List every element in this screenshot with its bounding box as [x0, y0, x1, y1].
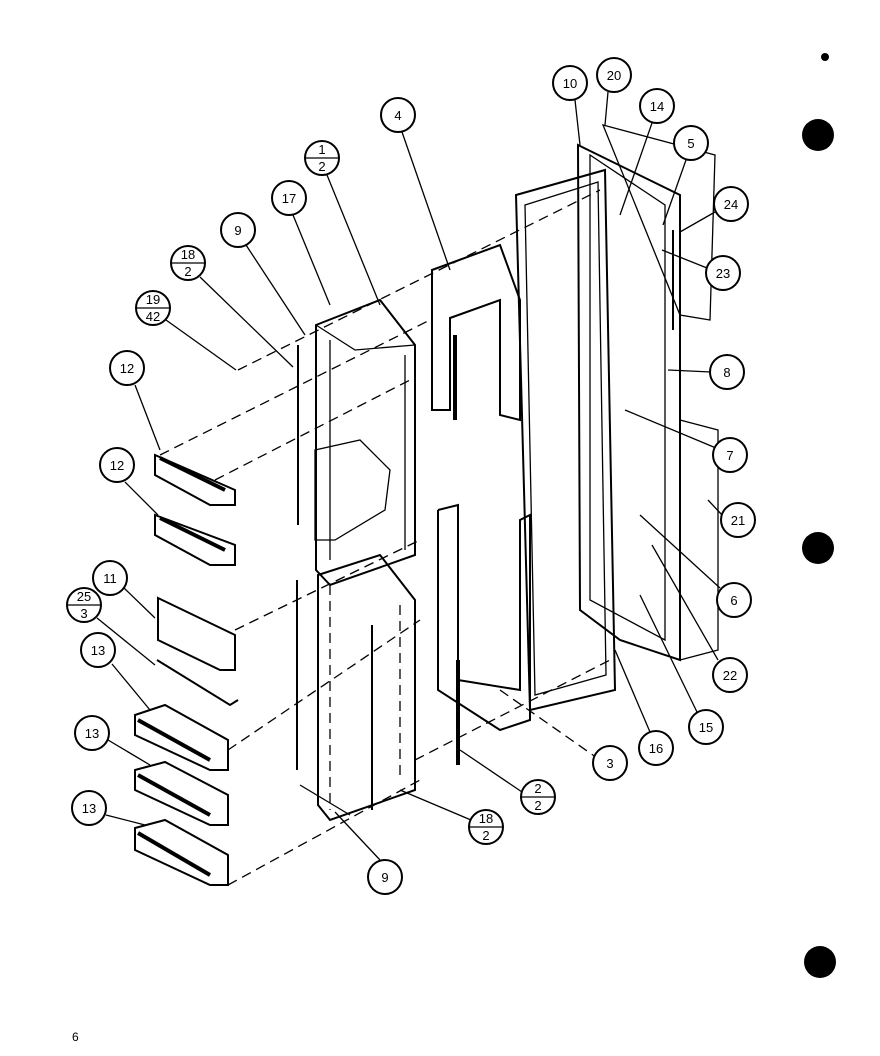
svg-text:2: 2 — [318, 159, 325, 174]
callout-21: 21 — [720, 502, 756, 538]
callout-9-bottom: 9 — [367, 859, 403, 895]
svg-text:8: 8 — [723, 365, 730, 380]
svg-text:12: 12 — [120, 361, 134, 376]
door-liner — [296, 298, 416, 822]
svg-text:25: 25 — [77, 589, 91, 604]
door-bins — [134, 453, 239, 886]
assembly-lines — [159, 189, 611, 886]
callout-16: 16 — [638, 730, 674, 766]
svg-text:5: 5 — [687, 136, 694, 151]
callout-8: 8 — [709, 354, 745, 390]
svg-text:10: 10 — [563, 76, 577, 91]
callout-15: 15 — [688, 709, 724, 745]
callout-3: 3 — [592, 745, 628, 781]
svg-text:9: 9 — [381, 870, 388, 885]
callout-23: 23 — [705, 255, 741, 291]
callout-4: 4 — [380, 97, 416, 133]
callout-17: 17 — [271, 180, 307, 216]
svg-text:13: 13 — [85, 726, 99, 741]
callout-20: 20 — [596, 57, 632, 93]
callout-14: 14 — [639, 88, 675, 124]
svg-text:14: 14 — [650, 99, 664, 114]
svg-text:20: 20 — [607, 68, 621, 83]
svg-text:11: 11 — [103, 571, 117, 586]
svg-text:9: 9 — [234, 223, 241, 238]
svg-text:42: 42 — [146, 309, 160, 324]
callout-13-c: 13 — [71, 790, 107, 826]
svg-text:12: 12 — [110, 458, 124, 473]
callout-2-2: 22 — [520, 779, 556, 815]
svg-text:16: 16 — [649, 741, 663, 756]
svg-text:4: 4 — [394, 108, 401, 123]
svg-text:6: 6 — [730, 593, 737, 608]
binder-holes — [802, 53, 836, 978]
callout-18-2-top: 182 — [170, 245, 206, 281]
callout-1-2: 12 — [304, 140, 340, 176]
svg-text:3: 3 — [80, 606, 87, 621]
svg-text:2: 2 — [482, 828, 489, 843]
callout-6: 6 — [716, 582, 752, 618]
callout-12-b: 12 — [99, 447, 135, 483]
svg-text:17: 17 — [282, 191, 296, 206]
callout-9-top: 9 — [220, 212, 256, 248]
svg-text:22: 22 — [723, 668, 737, 683]
svg-text:7: 7 — [726, 448, 733, 463]
svg-text:1: 1 — [318, 142, 325, 157]
svg-text:23: 23 — [716, 266, 730, 281]
svg-text:18: 18 — [181, 247, 195, 262]
page-number: 6 — [72, 1030, 79, 1044]
callout-13-a: 13 — [80, 632, 116, 668]
svg-text:21: 21 — [731, 513, 745, 528]
callout-5: 5 — [673, 125, 709, 161]
callout-10: 10 — [552, 65, 588, 101]
callout-18-2-bottom: 182 — [468, 809, 504, 845]
callout-24: 24 — [713, 186, 749, 222]
callout-13-b: 13 — [74, 715, 110, 751]
svg-text:2: 2 — [534, 781, 541, 796]
svg-text:3: 3 — [606, 756, 613, 771]
svg-text:2: 2 — [184, 264, 191, 279]
callout-7: 7 — [712, 437, 748, 473]
callout-12-a: 12 — [109, 350, 145, 386]
svg-text:24: 24 — [724, 197, 738, 212]
svg-text:2: 2 — [534, 798, 541, 813]
leader-lines — [96, 91, 724, 861]
svg-text:13: 13 — [82, 801, 96, 816]
svg-text:19: 19 — [146, 292, 160, 307]
svg-text:13: 13 — [91, 643, 105, 658]
svg-text:18: 18 — [479, 811, 493, 826]
door-frame-4 — [431, 243, 531, 765]
callout-11: 11 — [92, 560, 128, 596]
callout-25-3: 253 — [66, 587, 102, 623]
svg-text:15: 15 — [699, 720, 713, 735]
callout-22: 22 — [712, 657, 748, 693]
door-gasket-16 — [514, 168, 617, 712]
